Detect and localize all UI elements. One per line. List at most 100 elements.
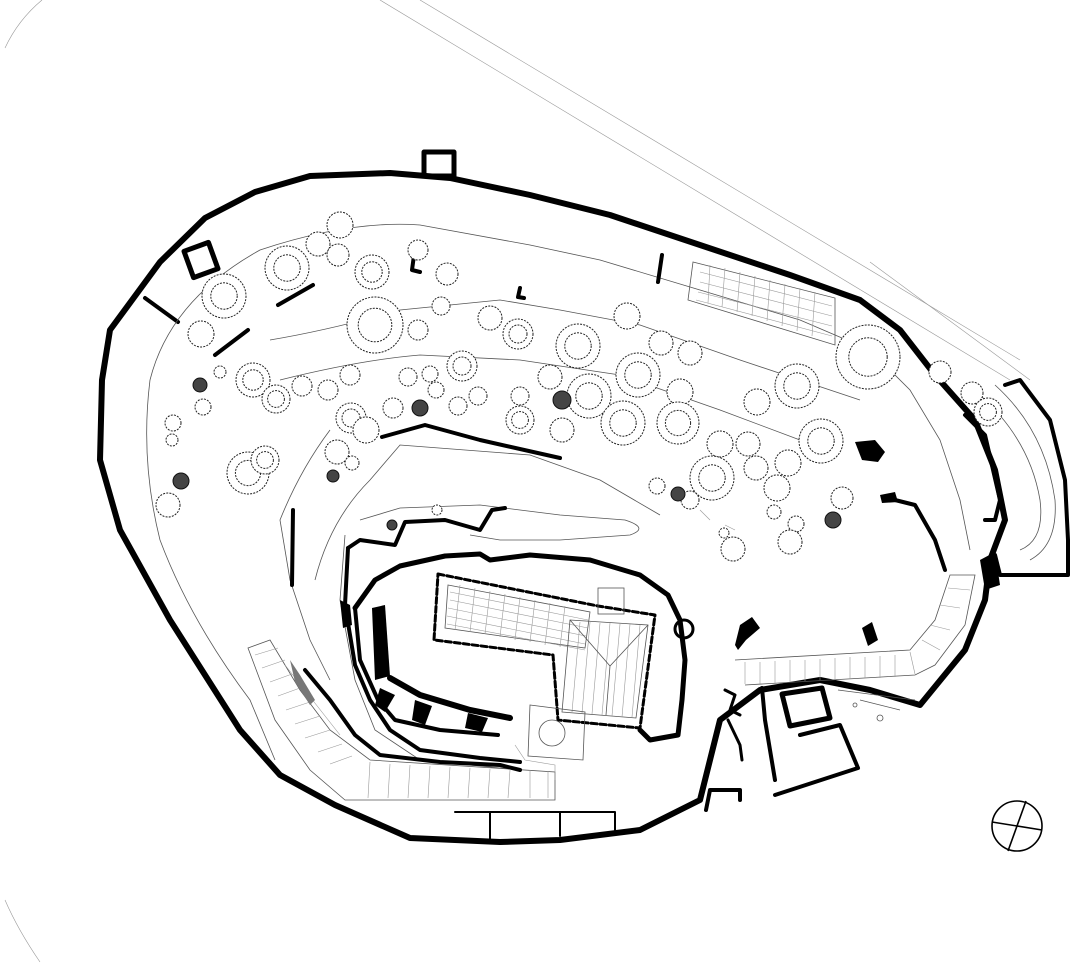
- tree-canopy: [155, 492, 181, 518]
- tree-canopy-inner: [979, 403, 997, 421]
- east-dark-block: [980, 552, 1000, 590]
- tree-canopy: [706, 430, 734, 458]
- east-bastion: [993, 378, 1070, 577]
- tree-canopy-inner: [242, 369, 264, 391]
- tree-canopy: [326, 243, 350, 267]
- tree-canopy: [386, 519, 398, 531]
- tree-canopy: [435, 262, 459, 286]
- gate-structures: [723, 685, 916, 797]
- east-inner-wall: [893, 498, 947, 572]
- tree-canopy-inner: [452, 356, 472, 376]
- tree-canopy: [666, 378, 694, 406]
- tree-canopy: [720, 536, 746, 562]
- tree-canopy: [743, 455, 769, 481]
- tree-canopy: [407, 319, 429, 341]
- upper-parterre: [687, 261, 836, 346]
- keep-buttress-2: [412, 700, 432, 725]
- tree-canopy: [448, 396, 468, 416]
- dark-features: [340, 440, 898, 650]
- tree-canopy: [766, 504, 782, 520]
- tree-canopy: [352, 416, 380, 444]
- tree-canopy-inner: [807, 427, 835, 455]
- south-ramp-hatch: [254, 647, 549, 799]
- tree-canopy: [763, 474, 791, 502]
- tree-canopy: [824, 511, 842, 529]
- tree-canopy: [648, 330, 674, 356]
- south-ramp-shade: [290, 660, 315, 705]
- tree-canopy: [213, 365, 227, 379]
- tree-canopy-inner: [361, 261, 383, 283]
- tree-canopy: [552, 390, 572, 410]
- keep-buttress-1: [375, 688, 395, 712]
- small-marks: [699, 509, 884, 722]
- tree-canopy: [830, 486, 854, 510]
- tree-canopy-inner: [357, 307, 393, 343]
- east-inner-curve-2: [994, 384, 1056, 561]
- tree-canopy: [960, 381, 984, 405]
- compass-cross-icon: [991, 800, 1043, 852]
- tree-canopy: [549, 417, 575, 443]
- tree-canopy: [735, 431, 761, 457]
- tree-canopy-inner: [848, 337, 888, 377]
- keep-side-block: [372, 605, 390, 680]
- tree-canopy: [291, 375, 313, 397]
- tree-canopy-inner: [624, 361, 652, 389]
- top-tower: [421, 149, 457, 179]
- keep-south-wall: [387, 675, 513, 721]
- road-lines: [379, 0, 1031, 381]
- tree-canopy: [648, 477, 666, 495]
- east-wall-spur: [963, 413, 1002, 522]
- tree-canopy: [718, 527, 730, 539]
- tree-canopy: [774, 449, 802, 477]
- tree-canopy: [324, 439, 350, 465]
- south-gate-wall: [704, 788, 742, 812]
- tree-canopy: [510, 386, 530, 406]
- tree-canopy-inner: [698, 464, 726, 492]
- tree-canopy: [431, 296, 451, 316]
- tree-canopy: [344, 455, 360, 471]
- tree-canopy: [777, 529, 803, 555]
- tree-canopy-inner: [564, 332, 592, 360]
- inner-ward-wall-2: [343, 546, 522, 764]
- tree-canopy: [421, 365, 439, 383]
- tree-canopy-inner: [609, 409, 637, 437]
- keep-round-tower: [673, 618, 695, 640]
- tree-canopy: [187, 320, 215, 348]
- keep-enclosure: [352, 551, 688, 743]
- tree-canopy: [305, 231, 331, 257]
- tree-canopy: [537, 364, 563, 390]
- tree-canopy-inner: [508, 324, 528, 344]
- tree-canopy: [165, 433, 179, 447]
- tree-canopy-inner: [256, 451, 274, 469]
- tree-canopy: [787, 515, 805, 533]
- tree-canopy-inner: [783, 372, 811, 400]
- keep-enclosure-west: [353, 606, 500, 737]
- left-tower-wall: [143, 296, 180, 324]
- east-ramp-hatch: [744, 587, 971, 684]
- tree-canopy-inner: [664, 409, 692, 437]
- wall-fragments: [213, 246, 664, 772]
- east-ramp: [734, 574, 976, 686]
- south-walkway: [454, 811, 616, 841]
- tree-canopy-inner: [575, 382, 603, 410]
- tree-canopy: [477, 305, 503, 331]
- trees: [155, 211, 1003, 562]
- east-inner-curve: [979, 394, 1042, 551]
- tree-canopy: [326, 469, 340, 483]
- left-tower: [181, 239, 221, 281]
- tree-canopy-inner: [210, 282, 238, 310]
- tree-canopy: [192, 377, 208, 393]
- tree-canopy: [677, 340, 703, 366]
- tree-canopy: [928, 360, 952, 384]
- tree-canopy: [427, 381, 445, 399]
- tree-canopy-inner: [273, 254, 301, 282]
- inner-ward-wall: [346, 506, 507, 550]
- tree-canopy-inner: [511, 411, 529, 429]
- tree-canopy: [382, 397, 404, 419]
- tree-canopy: [411, 399, 429, 417]
- tree-canopy: [164, 414, 182, 432]
- tree-canopy: [172, 472, 190, 490]
- tree-canopy-inner: [267, 390, 285, 408]
- tree-canopy: [317, 379, 339, 401]
- tree-canopy: [326, 211, 354, 239]
